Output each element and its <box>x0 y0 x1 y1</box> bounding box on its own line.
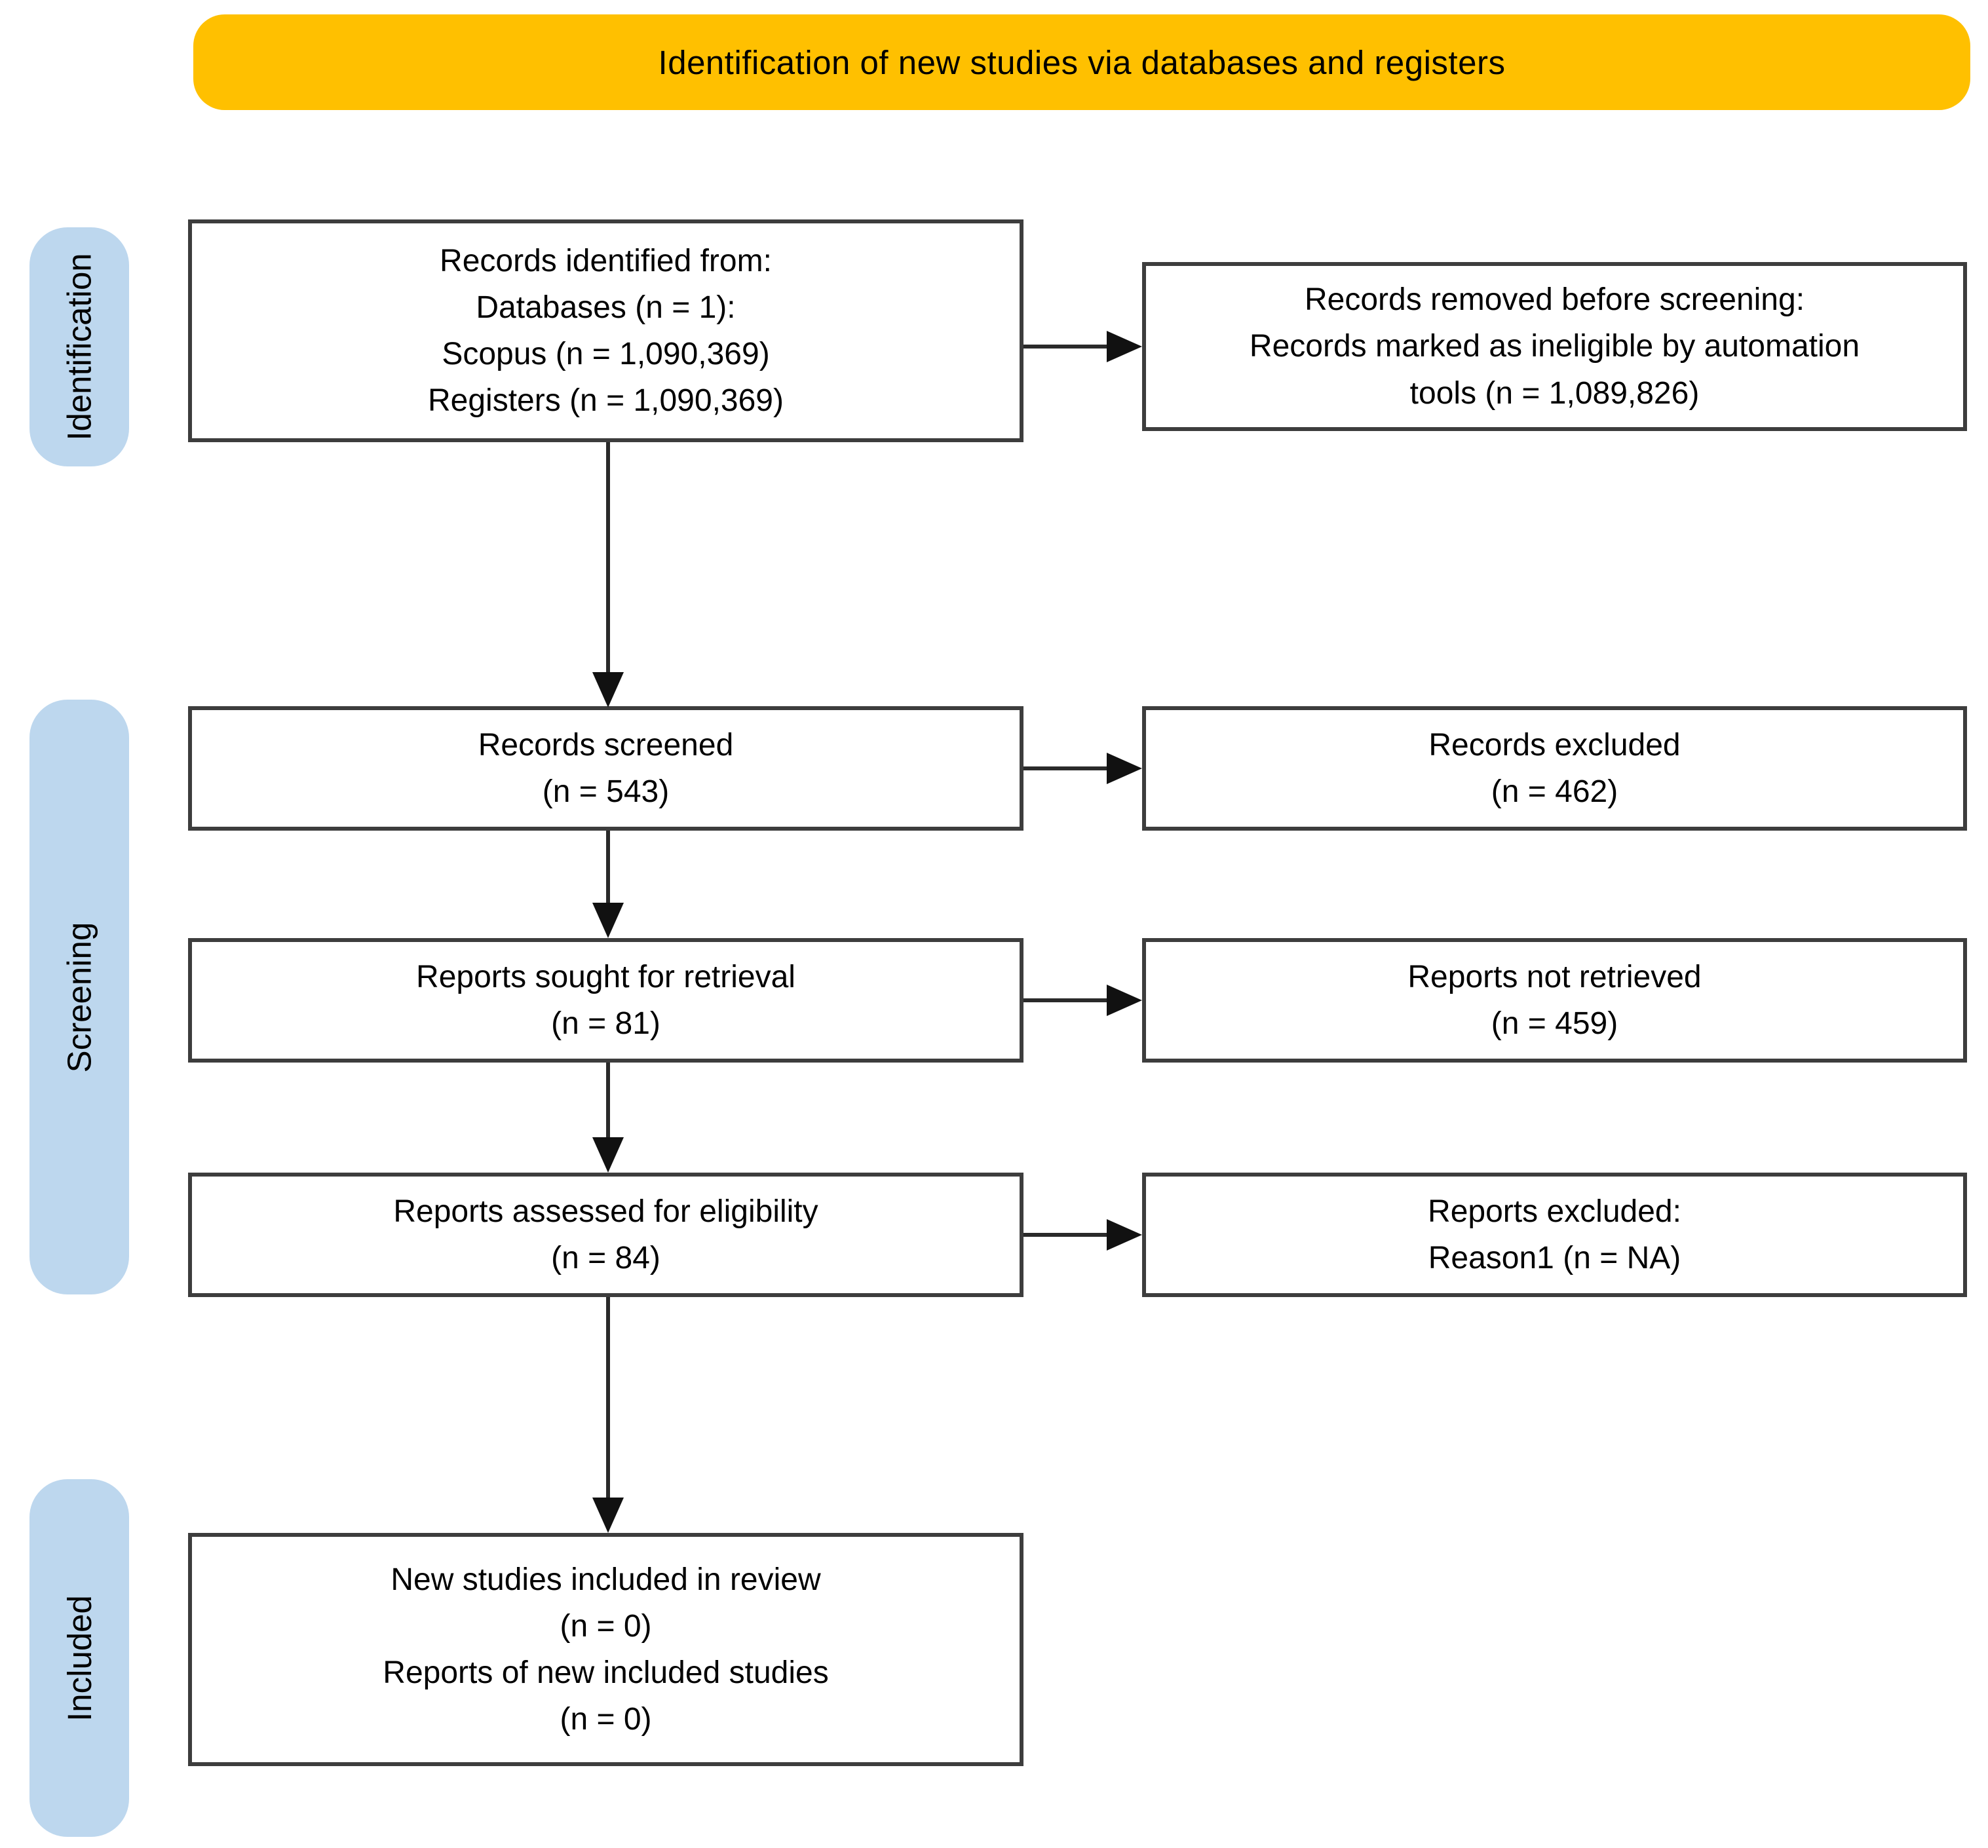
box-line: Reports sought for retrieval <box>416 959 795 994</box>
arrow-sought-to-notretrieved-head <box>1107 985 1142 1016</box>
box-line: (n = 0) <box>560 1608 652 1644</box>
arrow-screened-to-excluded-line <box>1023 766 1109 770</box>
stage-label-included: Included <box>60 1594 98 1722</box>
box-line: Reports excluded: <box>1428 1194 1681 1229</box>
arrow-assessed-to-included-head <box>592 1498 624 1533</box>
box-reports-excluded: Reports excluded: Reason1 (n = NA) <box>1142 1173 1967 1297</box>
box-reports-not-retrieved: Reports not retrieved (n = 459) <box>1142 938 1967 1063</box>
arrow-identified-to-removed-line <box>1023 345 1109 349</box>
box-line: Records marked as ineligible by automati… <box>1249 329 1860 364</box>
stage-pill-identification: Identification <box>29 227 129 466</box>
arrow-assessed-to-included-line <box>606 1297 610 1499</box>
box-line: New studies included in review <box>391 1562 821 1597</box>
arrow-screened-to-excluded-head <box>1107 753 1142 784</box>
box-line: (n = 81) <box>551 1006 660 1041</box>
arrow-screened-to-sought-line <box>606 831 610 904</box>
box-new-studies-included: New studies included in review (n = 0) R… <box>188 1533 1023 1766</box>
arrow-sought-to-assessed-line <box>606 1063 610 1139</box>
arrow-sought-to-assessed-head <box>592 1137 624 1173</box>
arrow-assessed-to-reportsexcluded-line <box>1023 1233 1109 1237</box>
box-records-identified: Records identified from: Databases (n = … <box>188 219 1023 442</box>
box-records-excluded: Records excluded (n = 462) <box>1142 706 1967 831</box>
box-line: (n = 459) <box>1491 1006 1618 1041</box>
box-line: (n = 84) <box>551 1241 660 1275</box>
title-banner-label: Identification of new studies via databa… <box>658 43 1506 81</box>
arrow-identified-to-removed-head <box>1107 331 1142 362</box>
box-line: Reason1 (n = NA) <box>1428 1241 1681 1275</box>
arrow-sought-to-notretrieved-line <box>1023 998 1109 1002</box>
box-line: Reports assessed for eligibility <box>393 1194 818 1229</box>
title-banner: Identification of new studies via databa… <box>193 14 1970 110</box>
stage-pill-included: Included <box>29 1479 129 1837</box>
box-line: Records identified from: <box>440 243 772 278</box>
box-line: Records removed before screening: <box>1304 282 1805 318</box>
box-line: (n = 543) <box>542 774 670 809</box>
box-line: Scopus (n = 1,090,369) <box>442 337 770 371</box>
box-line: Records screened <box>478 727 734 763</box>
box-line: Reports of new included studies <box>383 1655 829 1690</box>
box-records-removed: Records removed before screening: Record… <box>1142 262 1967 431</box>
stage-label-identification: Identification <box>60 253 98 441</box>
arrow-identified-to-screened-line <box>606 442 610 676</box>
box-line: Registers (n = 1,090,369) <box>428 383 784 419</box>
box-line: tools (n = 1,089,826) <box>1409 375 1700 411</box>
arrow-screened-to-sought-head <box>592 903 624 938</box>
box-line: Databases (n = 1): <box>476 290 736 325</box>
stage-label-screening: Screening <box>60 922 98 1072</box>
arrow-identified-to-screened-head <box>592 672 624 707</box>
box-records-screened: Records screened (n = 543) <box>188 706 1023 831</box>
box-line: (n = 0) <box>560 1702 652 1737</box>
box-reports-assessed: Reports assessed for eligibility (n = 84… <box>188 1173 1023 1297</box>
box-line: Reports not retrieved <box>1407 959 1702 994</box>
box-line: (n = 462) <box>1491 774 1618 809</box>
stage-pill-screening: Screening <box>29 700 129 1294</box>
arrow-assessed-to-reportsexcluded-head <box>1107 1219 1142 1251</box>
box-reports-sought: Reports sought for retrieval (n = 81) <box>188 938 1023 1063</box>
box-line: Records excluded <box>1428 727 1681 763</box>
